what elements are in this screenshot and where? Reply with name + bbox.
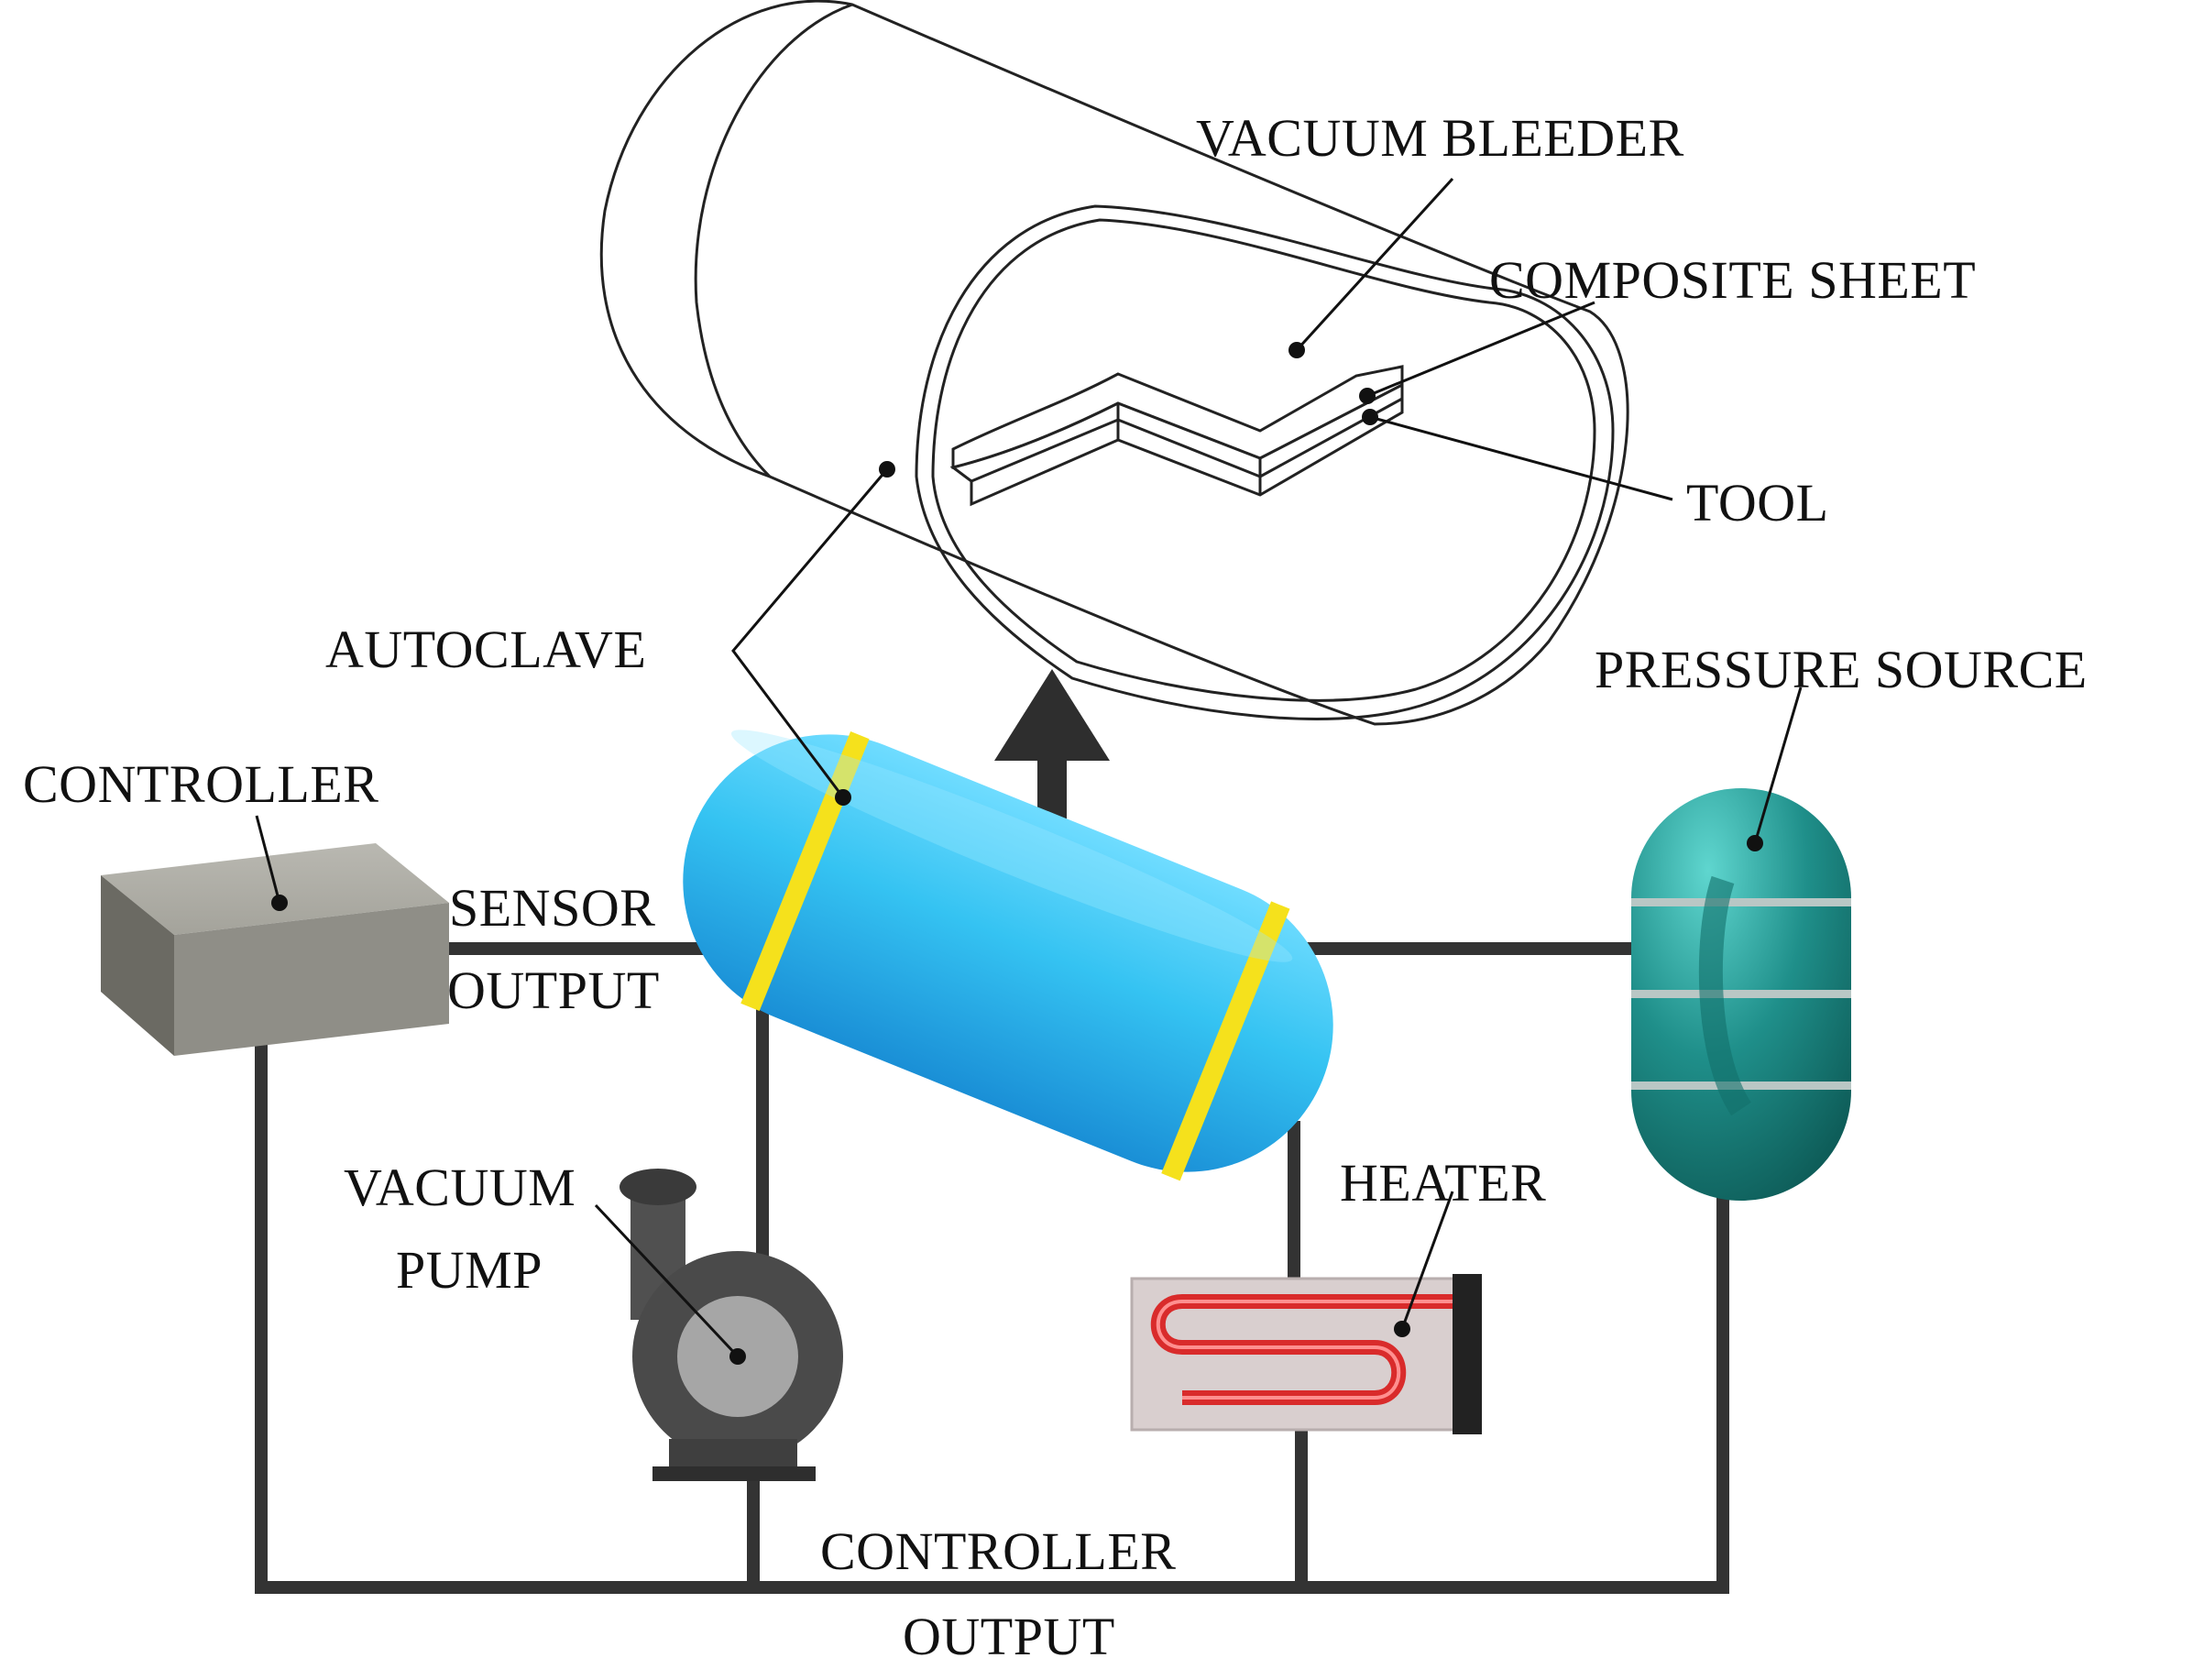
- label-tool: TOOL: [1686, 473, 1829, 533]
- text-labels: VACUUM BLEEDER COMPOSITE SHEET TOOL AUTO…: [23, 108, 2088, 1666]
- leader-lines: [255, 177, 1803, 1365]
- label-pressure-source: PRESSURE SOURCE: [1595, 640, 2088, 699]
- label-heater: HEATER: [1340, 1153, 1546, 1213]
- tool-edge-3: [1259, 397, 1403, 478]
- label-vacuum-pump-line2: PUMP: [396, 1240, 543, 1300]
- autoclave-door-rim-inner: [931, 218, 1596, 702]
- wiring: [255, 942, 1729, 1594]
- label-controller-output-line2: OUTPUT: [903, 1607, 1115, 1666]
- label-sensor-output-line1: SENSOR: [449, 878, 655, 938]
- vacuum-pump: [620, 1169, 843, 1481]
- heater: [1130, 1274, 1482, 1434]
- pressure-source-vessel: [1631, 788, 1851, 1201]
- tool-edge-1: [970, 418, 1119, 483]
- tool-edge-2: [1117, 418, 1261, 478]
- autoclave-tank: [683, 730, 1333, 1181]
- controller-output-bus: [255, 1029, 1729, 1594]
- label-composite-sheet: COMPOSITE SHEET: [1489, 250, 1976, 310]
- label-controller: CONTROLLER: [23, 754, 378, 814]
- tool-and-composite-part: [949, 365, 1404, 507]
- autoclave-door-rim-outer: [915, 204, 1615, 720]
- label-controller-output-line1: CONTROLLER: [820, 1521, 1176, 1581]
- label-sensor-output-line2: OUTPUT: [447, 961, 660, 1020]
- autoclave-shell-outline: [599, 0, 1629, 726]
- label-autoclave: AUTOCLAVE: [325, 620, 646, 679]
- autoclave-band-right: [1161, 901, 1290, 1181]
- autoclave-cutaway-drawing: [599, 0, 1629, 726]
- label-vacuum-bleeder: VACUUM BLEEDER: [1196, 108, 1684, 168]
- label-vacuum-pump-line1: VACUUM: [344, 1158, 576, 1217]
- autoclave-shell-rear-arc: [694, 3, 853, 478]
- controller-box: [101, 843, 449, 1056]
